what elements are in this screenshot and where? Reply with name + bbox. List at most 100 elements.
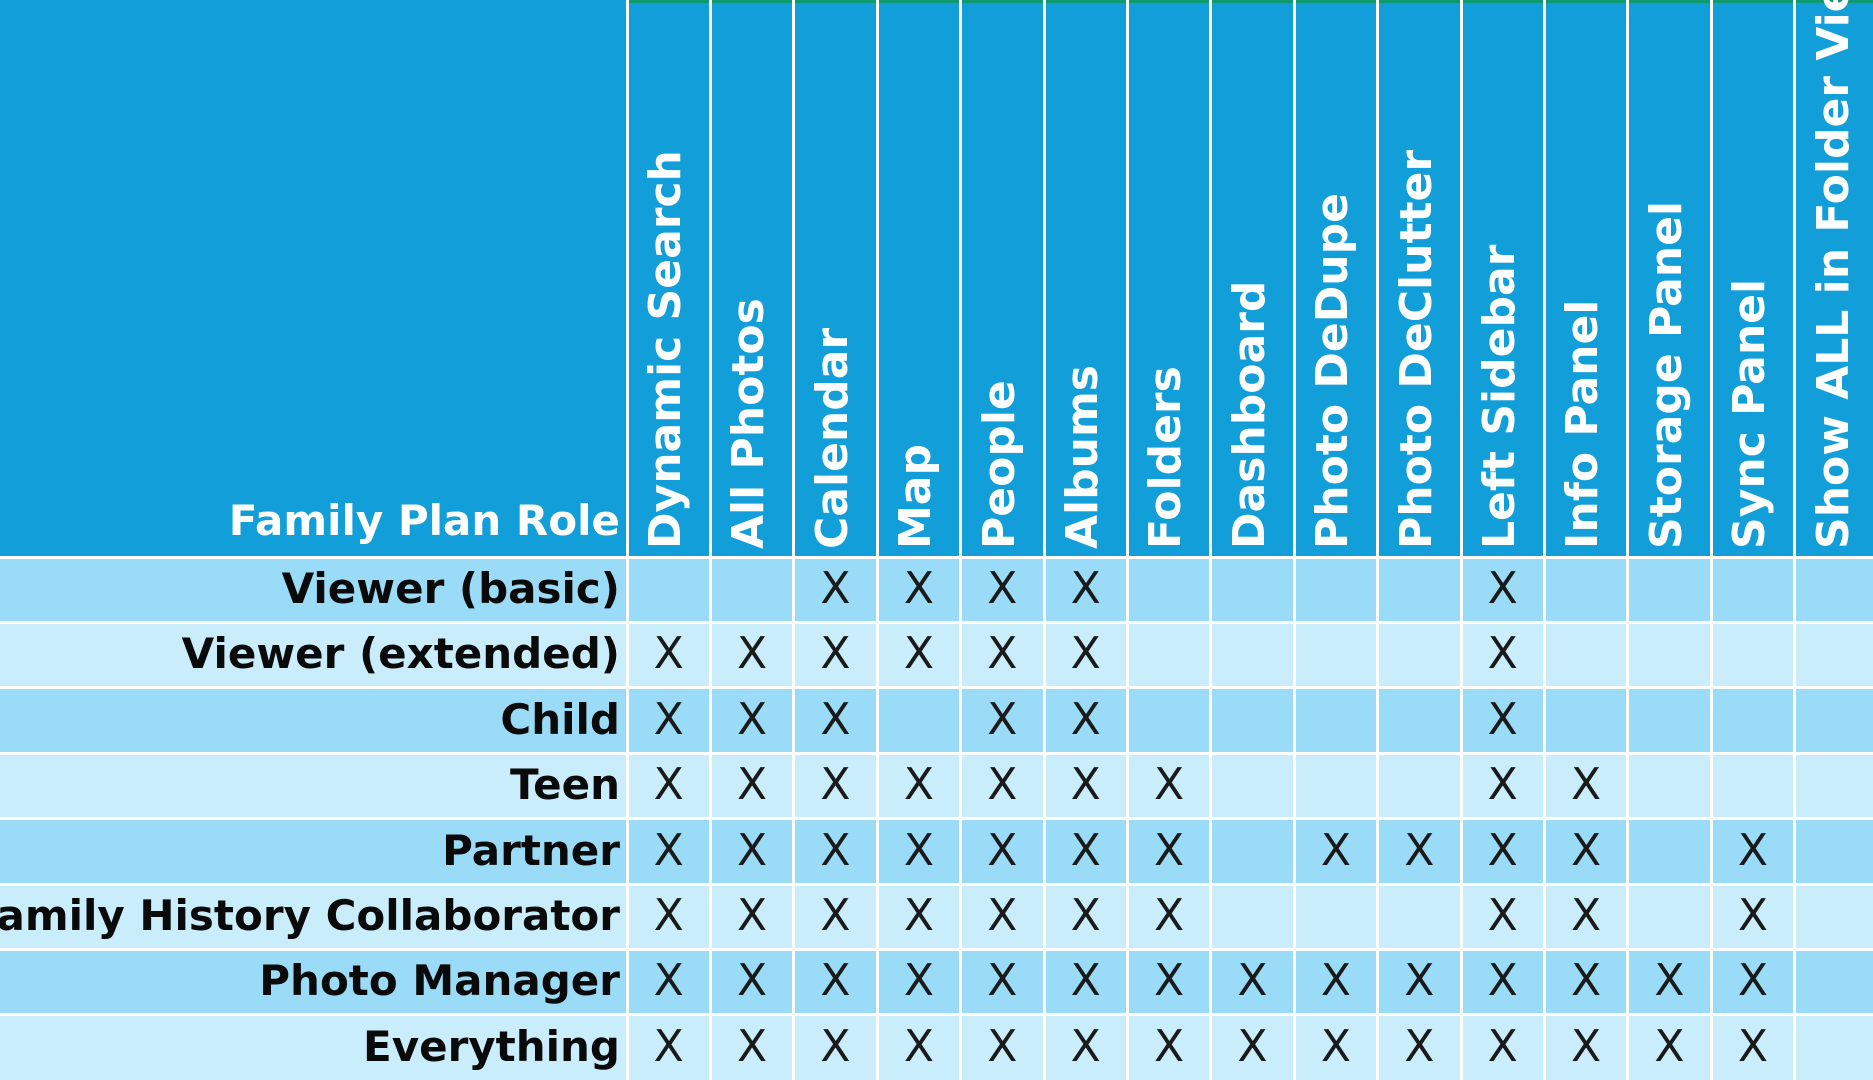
access-mark-photo-manager-info-panel: X — [1571, 955, 1602, 1007]
access-mark-partner-dynamic-search: X — [653, 824, 684, 876]
access-mark-teen-people: X — [987, 759, 1018, 811]
role-label-child: Child — [500, 694, 620, 744]
access-mark-viewer-extended-map: X — [903, 628, 934, 680]
access-mark-partner-all-photos: X — [737, 824, 768, 876]
column-header-left-sidebar: Left Sidebar — [1474, 244, 1525, 549]
role-label-teen: Teen — [510, 760, 620, 810]
column-header-albums: Albums — [1057, 365, 1108, 549]
access-mark-photo-manager-photo-dedupe: X — [1320, 955, 1351, 1007]
access-mark-child-dynamic-search: X — [653, 693, 684, 745]
access-mark-everything-sync-panel: X — [1737, 1020, 1768, 1072]
row-divider — [0, 620, 1873, 624]
access-mark-family-history-collaborator-people: X — [987, 890, 1018, 941]
column-divider — [1626, 0, 1630, 1080]
access-mark-partner-people: X — [987, 824, 1018, 876]
role-label-partner: Partner — [442, 825, 620, 875]
access-mark-everything-storage-panel: X — [1654, 1020, 1685, 1072]
column-header-dashboard: Dashboard — [1223, 280, 1275, 549]
access-mark-viewer-basic-calendar: X — [820, 563, 851, 614]
role-label-everything: Everything — [363, 1021, 620, 1071]
access-mark-partner-left-sidebar: X — [1487, 824, 1518, 876]
column-header-dynamic-search: Dynamic Search — [640, 150, 691, 549]
access-mark-family-history-collaborator-left-sidebar: X — [1487, 890, 1518, 941]
column-divider — [1042, 0, 1046, 1080]
access-mark-teen-folders: X — [1154, 759, 1185, 811]
access-mark-family-history-collaborator-albums: X — [1070, 890, 1101, 941]
column-divider — [1709, 0, 1713, 1080]
row-background-viewer-basic — [0, 557, 1873, 623]
access-mark-everything-dashboard: X — [1237, 1020, 1268, 1072]
access-mark-photo-manager-folders: X — [1154, 955, 1185, 1007]
access-mark-family-history-collaborator-calendar: X — [820, 890, 851, 941]
access-mark-partner-folders: X — [1154, 824, 1185, 876]
access-mark-photo-manager-people: X — [987, 955, 1018, 1007]
role-label-family-history-collaborator: Family History Collaborator — [0, 891, 620, 940]
access-mark-child-people: X — [987, 693, 1018, 745]
access-mark-partner-sync-panel: X — [1737, 824, 1768, 876]
row-background-partner — [0, 818, 1873, 884]
row-background-family-history-collaborator — [0, 884, 1873, 950]
access-mark-photo-manager-albums: X — [1070, 955, 1101, 1007]
access-mark-everything-calendar: X — [820, 1020, 851, 1072]
access-mark-everything-photo-dedupe: X — [1320, 1020, 1351, 1072]
access-mark-family-history-collaborator-all-photos: X — [737, 890, 768, 941]
row-divider — [0, 947, 1873, 951]
access-mark-photo-manager-dynamic-search: X — [653, 955, 684, 1007]
column-header-calendar: Calendar — [806, 327, 858, 549]
access-mark-everything-folders: X — [1154, 1020, 1185, 1072]
access-mark-partner-info-panel: X — [1571, 824, 1602, 876]
access-mark-viewer-extended-albums: X — [1070, 628, 1101, 680]
row-divider — [0, 817, 1873, 821]
row-background-viewer-extended — [0, 622, 1873, 688]
access-mark-everything-left-sidebar: X — [1487, 1020, 1518, 1072]
access-mark-viewer-extended-all-photos: X — [737, 628, 768, 680]
column-divider — [1793, 0, 1797, 1080]
column-divider — [959, 0, 963, 1080]
access-mark-viewer-extended-dynamic-search: X — [653, 628, 684, 680]
column-header-show-all-in-folder-view: Show ALL in Folder View — [1807, 0, 1859, 549]
access-mark-photo-manager-left-sidebar: X — [1487, 955, 1518, 1007]
column-header-all-photos: All Photos — [723, 298, 775, 549]
column-divider — [875, 0, 879, 1080]
role-label-viewer-basic: Viewer (basic) — [281, 564, 620, 613]
access-mark-everything-dynamic-search: X — [653, 1020, 684, 1072]
access-mark-viewer-basic-map: X — [903, 563, 934, 614]
access-mark-photo-manager-map: X — [903, 955, 934, 1007]
access-mark-partner-photo-dedupe: X — [1320, 824, 1351, 876]
role-label-viewer-extended: Viewer (extended) — [181, 629, 620, 679]
access-mark-teen-calendar: X — [820, 759, 851, 811]
access-mark-viewer-extended-people: X — [987, 628, 1018, 680]
column-divider — [1125, 0, 1129, 1080]
column-header-photo-dedupe: Photo DeDupe — [1307, 193, 1359, 549]
column-divider — [1209, 0, 1213, 1080]
column-header-info-panel: Info Panel — [1557, 299, 1609, 549]
access-mark-teen-all-photos: X — [737, 759, 768, 811]
column-header-map: Map — [890, 444, 942, 549]
access-mark-photo-manager-dashboard: X — [1237, 955, 1268, 1007]
access-mark-everything-info-panel: X — [1571, 1020, 1602, 1072]
row-background-child — [0, 687, 1873, 754]
row-divider — [0, 751, 1873, 755]
access-mark-viewer-basic-albums: X — [1070, 563, 1101, 614]
access-mark-photo-manager-photo-declutter: X — [1404, 955, 1435, 1007]
column-header-folders: Folders — [1140, 366, 1192, 549]
column-header-people: People — [973, 380, 1025, 549]
column-divider — [708, 0, 712, 1080]
access-mark-family-history-collaborator-info-panel: X — [1571, 890, 1602, 941]
header-background — [0, 0, 1873, 557]
access-mark-partner-albums: X — [1070, 824, 1101, 876]
access-mark-everything-people: X — [987, 1020, 1018, 1072]
access-mark-family-history-collaborator-sync-panel: X — [1737, 890, 1768, 941]
role-label-photo-manager: Photo Manager — [259, 956, 620, 1006]
access-mark-partner-photo-declutter: X — [1404, 824, 1435, 876]
access-mark-photo-manager-storage-panel: X — [1654, 955, 1685, 1007]
column-divider — [1376, 0, 1380, 1080]
column-divider — [625, 0, 629, 1080]
access-mark-child-albums: X — [1070, 693, 1101, 745]
access-mark-teen-albums: X — [1070, 759, 1101, 811]
access-mark-partner-map: X — [903, 824, 934, 876]
column-header-storage-panel: Storage Panel — [1640, 200, 1692, 549]
access-mark-viewer-extended-calendar: X — [820, 628, 851, 680]
row-background-photo-manager — [0, 949, 1873, 1015]
